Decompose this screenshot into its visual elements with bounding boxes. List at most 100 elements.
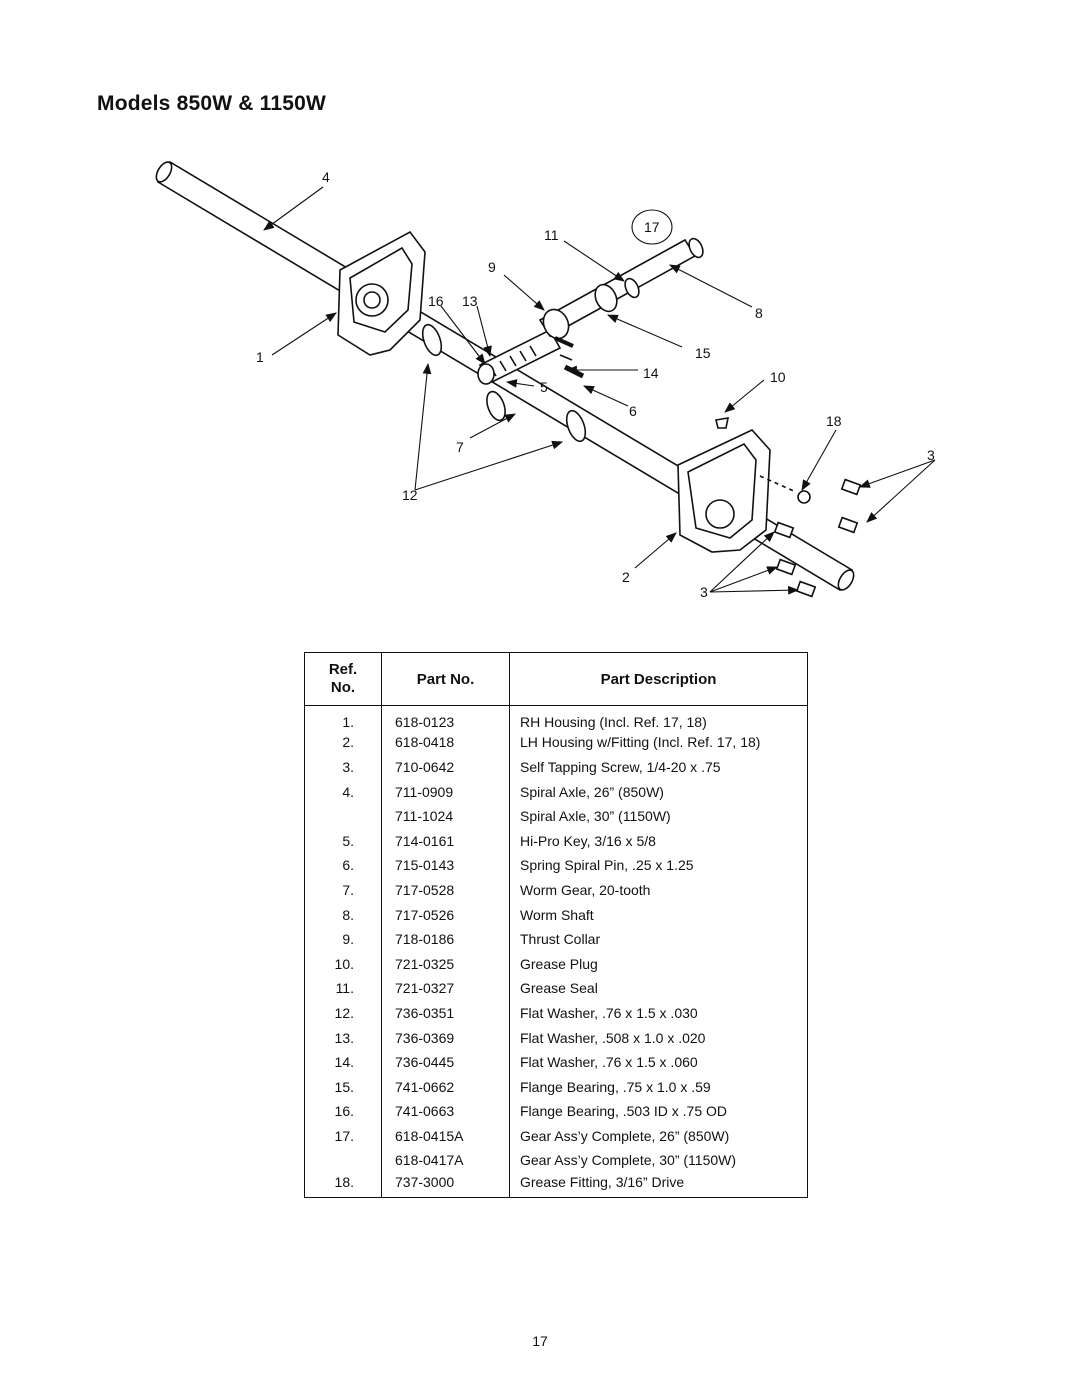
ref-cell: 16. (304, 1099, 382, 1124)
part-no-cell: 711-1024 (381, 803, 510, 829)
part-no-cell: 736-0351 (381, 1000, 510, 1026)
description-cell: Self Tapping Screw, 1/4-20 x .75 (509, 754, 808, 780)
callout-label: 17 (644, 219, 660, 235)
description-cell: LH Housing w/Fitting (Incl. Ref. 17, 18) (509, 730, 808, 755)
callout-label: 6 (629, 403, 637, 419)
description-cell: Gear Ass’y Complete, 26” (850W) (509, 1123, 808, 1149)
callout-label: 11 (544, 227, 559, 243)
ref-cell: 14. (304, 1049, 382, 1075)
part-no-cell: 736-0445 (381, 1049, 510, 1075)
page-title: Models 850W & 1150W (97, 92, 327, 115)
ref-cell (304, 803, 382, 829)
ref-cell: 12. (304, 1000, 382, 1026)
ref-cell: 17. (304, 1123, 382, 1149)
description-cell: Worm Gear, 20-tooth (509, 877, 808, 903)
part-no-cell: 741-0662 (381, 1074, 510, 1099)
part-no-cell: 741-0663 (381, 1099, 510, 1124)
callout-label: 2 (622, 569, 630, 585)
ref-cell: 6. (304, 853, 382, 878)
ref-cell (304, 1148, 382, 1173)
callout-label: 10 (770, 369, 786, 385)
description-cell: Grease Fitting, 3/16” Drive (509, 1172, 808, 1198)
callout-label: 15 (695, 345, 711, 361)
description-cell: Grease Seal (509, 976, 808, 1001)
callout-label: 14 (643, 365, 659, 381)
part-no-cell: 737-3000 (381, 1172, 510, 1198)
part-no-cell: 618-0123 (381, 705, 510, 731)
ref-cell: 1. (304, 705, 382, 731)
callout-label: 5 (540, 379, 548, 395)
exploded-parts-diagram: 4 11 17 9 16 13 8 1 15 14 10 5 6 18 7 3 … (140, 160, 960, 610)
part-no-cell: 721-0325 (381, 951, 510, 977)
ref-cell: 15. (304, 1074, 382, 1099)
description-cell: Thrust Collar (509, 926, 808, 952)
ref-cell: 13. (304, 1025, 382, 1050)
part-no-cell: 715-0143 (381, 853, 510, 878)
table-header-row: Ref. No. Part No. Part Description (304, 652, 808, 706)
description-cell: Flange Bearing, .75 x 1.0 x .59 (509, 1074, 808, 1099)
part-no-cell: 618-0418 (381, 730, 510, 755)
ref-cell: 4. (304, 779, 382, 804)
description-cell: Spiral Axle, 30” (1150W) (509, 803, 808, 829)
parts-table: Ref. No. Part No. Part Description 1.618… (304, 652, 808, 1198)
part-no-cell: 717-0526 (381, 902, 510, 927)
description-cell: Flat Washer, .76 x 1.5 x .030 (509, 1000, 808, 1026)
description-cell: Flat Washer, .508 x 1.0 x .020 (509, 1025, 808, 1050)
part-no-cell: 718-0186 (381, 926, 510, 952)
part-no-cell: 710-0642 (381, 754, 510, 780)
ref-cell: 8. (304, 902, 382, 927)
part-no-cell: 736-0369 (381, 1025, 510, 1050)
callout-label: 13 (462, 293, 478, 309)
callout-label: 4 (322, 169, 330, 185)
description-cell: Flat Washer, .76 x 1.5 x .060 (509, 1049, 808, 1075)
callout-label: 9 (488, 259, 496, 275)
header-ref-no: Ref. No. (304, 652, 382, 706)
callout-label: 8 (755, 305, 763, 321)
ref-cell: 18. (304, 1172, 382, 1198)
part-no-cell: 714-0161 (381, 828, 510, 854)
part-no-cell: 618-0415A (381, 1123, 510, 1149)
part-no-cell: 711-0909 (381, 779, 510, 804)
ref-cell: 3. (304, 754, 382, 780)
part-no-cell: 721-0327 (381, 976, 510, 1001)
page-number: 17 (532, 1333, 548, 1349)
ref-cell: 11. (304, 976, 382, 1001)
part-no-cell: 618-0417A (381, 1148, 510, 1173)
callout-label: 12 (402, 487, 418, 503)
callout-label: 1 (256, 349, 264, 365)
callout-label: 3 (700, 584, 708, 600)
callout-label: 18 (826, 413, 842, 429)
callout-label: 16 (428, 293, 444, 309)
header-part-no: Part No. (381, 652, 510, 706)
ref-cell: 10. (304, 951, 382, 977)
ref-cell: 9. (304, 926, 382, 952)
description-cell: Worm Shaft (509, 902, 808, 927)
description-cell: RH Housing (Incl. Ref. 17, 18) (509, 705, 808, 731)
description-cell: Gear Ass’y Complete, 30” (1150W) (509, 1148, 808, 1173)
ref-cell: 2. (304, 730, 382, 755)
header-part-description: Part Description (509, 652, 808, 706)
ref-cell: 5. (304, 828, 382, 854)
description-cell: Grease Plug (509, 951, 808, 977)
description-cell: Spring Spiral Pin, .25 x 1.25 (509, 853, 808, 878)
description-cell: Flange Bearing, .503 ID x .75 OD (509, 1099, 808, 1124)
